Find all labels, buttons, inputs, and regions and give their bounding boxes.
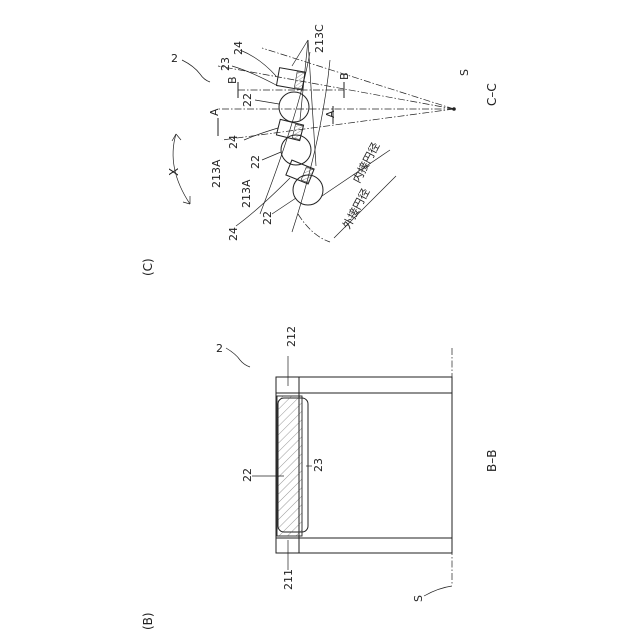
- fig-c-section-label: C–C: [485, 83, 499, 106]
- fig-c-outer-circle-label: 外接円径: [340, 186, 372, 231]
- chain-line-4: [262, 48, 454, 109]
- fig-b-ref-212: 212: [285, 326, 298, 347]
- outer-circle-dim-line: [334, 176, 396, 238]
- fig-c-ref-22-bot: 22: [261, 211, 274, 225]
- fig-c-ref-a-right: A: [324, 110, 337, 118]
- fig-c-ref-a-left: A: [208, 108, 221, 116]
- fig-b-ref-211: 211: [282, 569, 295, 590]
- chain-line-3: [222, 109, 454, 140]
- fig-b-leader-s: [424, 586, 452, 596]
- fig-c-ref-213c: 213C: [313, 24, 326, 53]
- leader-213c-3: [308, 40, 316, 166]
- fig-b-section-label: B–B: [485, 450, 499, 472]
- inner-circle-dim-line: [322, 150, 390, 196]
- fig-b-ref-s: S: [412, 595, 425, 602]
- fig-c-ref-22-mid: 22: [249, 155, 262, 169]
- leader-2: [182, 60, 210, 82]
- fig-c-ref-24-mid: 24: [227, 135, 240, 149]
- member-22-hatched: [277, 396, 302, 536]
- fig-c-caption: (C): [141, 258, 155, 276]
- leader-22-mid: [262, 152, 281, 160]
- x-arrow-head-top: [172, 134, 181, 141]
- fig-c-ref-24-bot: 24: [227, 227, 240, 241]
- center-point-s: [452, 107, 456, 111]
- leader-24-top: [240, 50, 276, 76]
- fig-c-ref-24-top: 24: [232, 41, 245, 55]
- leader-22-top: [255, 100, 279, 104]
- fig-c-ref-22-top: 22: [241, 93, 254, 107]
- fig-c-ref-23: 23: [219, 57, 232, 71]
- fig-c-ref-x: X: [167, 168, 181, 176]
- outer-arc-extension: [298, 214, 330, 242]
- fig-c-ref-213a-2: 213A: [240, 179, 253, 208]
- fig-c-ref-b-left: B: [226, 76, 239, 84]
- spacer-24-top: [276, 68, 305, 90]
- spacer-24-bot: [286, 160, 314, 184]
- fig-c-ref-s: S: [458, 69, 471, 76]
- fig-b-ref-22: 22: [241, 468, 254, 482]
- fig-c-inner-circle-label: 内接円径: [349, 140, 382, 185]
- fig-b-caption: (B): [141, 612, 155, 630]
- fig-b-leader-2: [226, 348, 250, 367]
- leader-24-mid: [244, 128, 278, 140]
- fig-c-ref-2: 2: [171, 52, 178, 65]
- fig-b-ref-23: 23: [312, 458, 325, 472]
- figure-c: 2 213C 24 23 B B S C–C 22 A A X 24 213A …: [141, 24, 499, 276]
- fig-b-ref-2: 2: [216, 342, 223, 355]
- figure-b: 2 212 22 23 211 S B–B (B): [141, 326, 499, 630]
- fig-c-ref-b-right: B: [338, 72, 351, 80]
- fig-c-ref-213a-1: 213A: [210, 159, 223, 188]
- leader-22-bot: [272, 198, 296, 214]
